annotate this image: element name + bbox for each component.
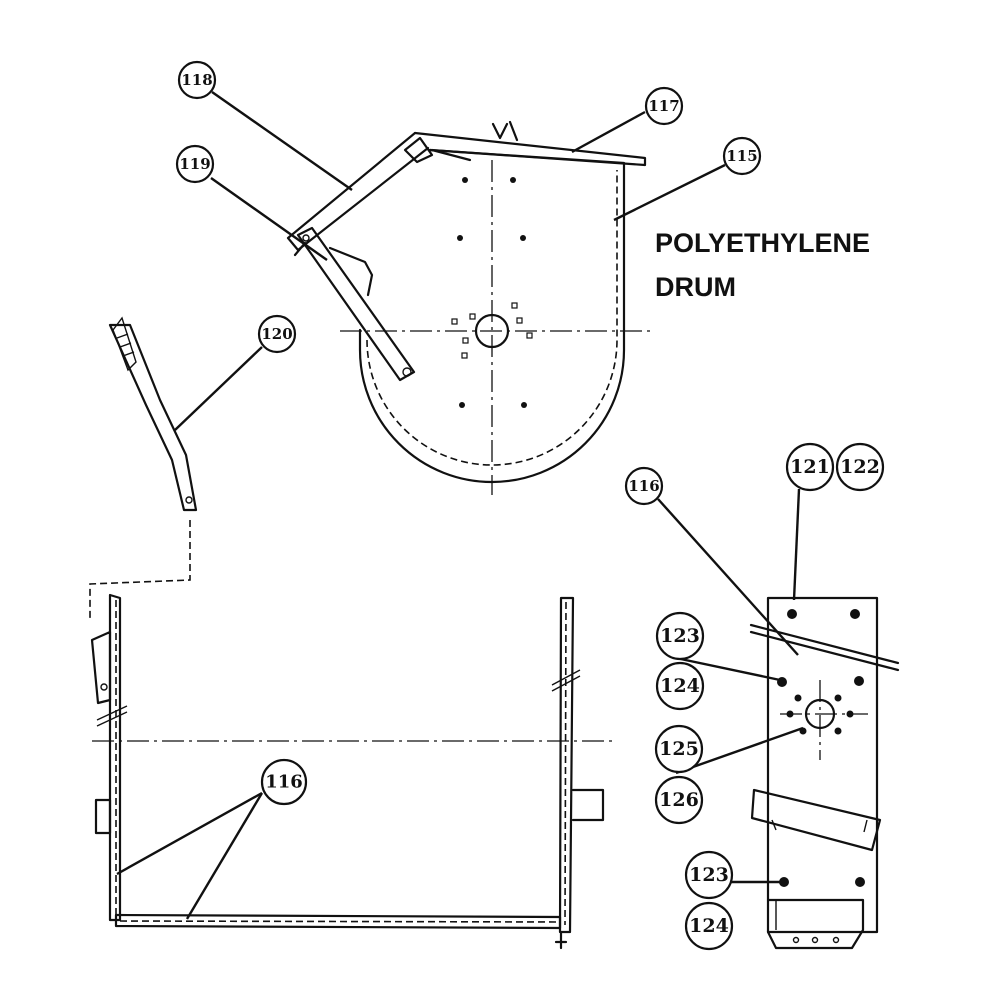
callout-116-top-label: 116 <box>628 477 659 495</box>
callout-121: 121 <box>785 442 835 492</box>
callout-124-bottom-label: 124 <box>689 915 729 937</box>
mixer-frame <box>90 593 612 950</box>
callout-118: 118 <box>177 60 217 100</box>
brace-bar <box>296 226 416 382</box>
callout-119: 119 <box>175 144 215 184</box>
callout-122-label: 122 <box>840 456 880 478</box>
drum-title-line1: POLYETHYLENE <box>655 228 870 258</box>
mounting-plate-detail <box>749 596 900 950</box>
polyethylene-drum <box>340 120 652 495</box>
leader-lines <box>116 91 804 920</box>
callout-120: 120 <box>257 314 297 354</box>
callout-122: 122 <box>835 442 885 492</box>
assembly-link-line <box>89 520 191 620</box>
callout-116-top: 116 <box>624 466 664 506</box>
callout-117: 117 <box>644 86 684 126</box>
callout-119-label: 119 <box>179 155 210 173</box>
callout-120-label: 120 <box>261 325 292 343</box>
callout-123-bottom-label: 123 <box>689 864 729 886</box>
callout-115-label: 115 <box>726 147 757 165</box>
callout-116-bottom-label: 116 <box>265 772 303 793</box>
callout-124-top-label: 124 <box>660 675 700 697</box>
callout-123-top: 123 <box>655 611 705 661</box>
callout-116-bottom: 116 <box>260 758 308 806</box>
callout-123-top-label: 123 <box>660 625 700 647</box>
callout-126-label: 126 <box>659 789 699 811</box>
callout-125-label: 125 <box>659 738 699 760</box>
callout-117-label: 117 <box>648 97 679 115</box>
callout-124-top: 124 <box>655 661 705 711</box>
callout-115: 115 <box>722 136 762 176</box>
yoke-arm <box>286 131 472 257</box>
callout-123-bottom: 123 <box>684 850 734 900</box>
callout-125: 125 <box>654 724 704 774</box>
callout-124-bottom: 124 <box>684 901 734 951</box>
callout-126: 126 <box>654 775 704 825</box>
callout-118-label: 118 <box>181 71 212 89</box>
callout-121-label: 121 <box>790 456 830 478</box>
drum-title-line2: DRUM <box>655 272 736 302</box>
tilt-handle <box>108 316 198 512</box>
